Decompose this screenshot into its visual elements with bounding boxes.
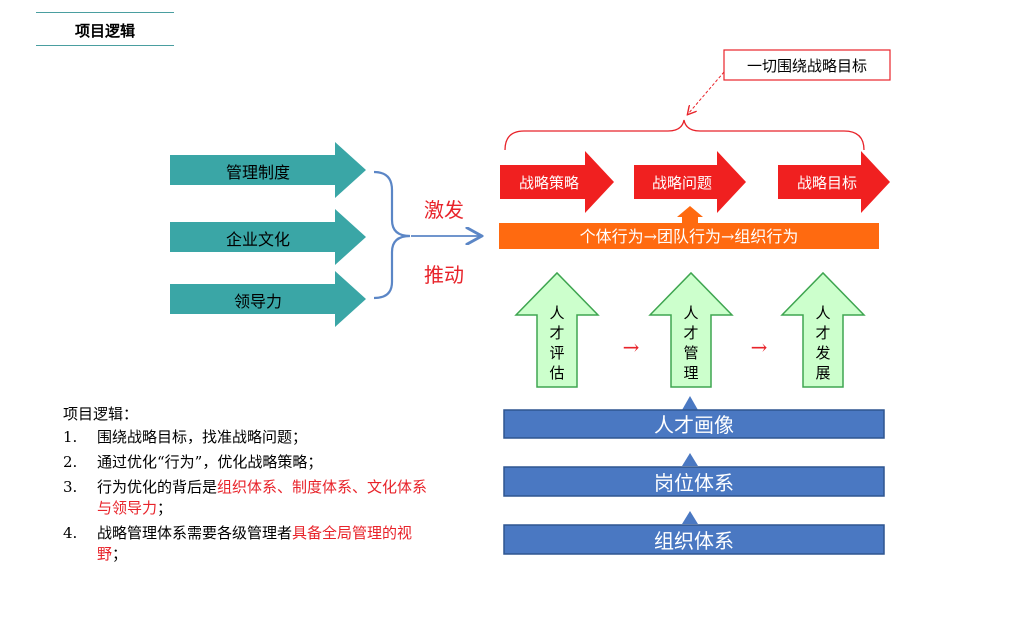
title-top-rule (36, 12, 174, 13)
title-block: 项目逻辑 (36, 12, 174, 46)
strategy-label: 战略问题 (652, 174, 712, 192)
notes-item-number: 2. (63, 453, 78, 471)
talent-label-char: 人 (549, 304, 564, 322)
foundation-bar-label: 岗位体系 (654, 471, 734, 495)
notes-item-text: 行为优化的背后是 (97, 478, 218, 496)
talent-label-char: 管 (683, 344, 698, 362)
talent-label-char: 理 (683, 364, 698, 382)
talent-label-char: 人 (683, 304, 698, 322)
notes-block: 项目逻辑： 1. 围绕战略目标，找准战略问题； 2. 通过优化“行为”，优化战略… (63, 404, 463, 569)
talent-label-char: 评 (549, 344, 564, 362)
driver-label: 领导力 (234, 292, 282, 311)
notes-item-text: 战略管理体系需要各级管理者 (97, 524, 293, 542)
notes-item-text: 围绕战略目标，找准战略问题； (97, 428, 308, 446)
word-inspire: 激发 (424, 198, 464, 222)
notes-item: 2. 通过优化“行为”，优化战略策略； (63, 452, 463, 473)
driver-label: 企业文化 (226, 230, 290, 249)
talent-label-char: 展 (815, 364, 830, 382)
foundation-up-arrow (682, 453, 698, 466)
notes-item-number: 4. (63, 524, 78, 542)
talent-connector: → (623, 335, 640, 359)
foundation-up-arrow (682, 396, 698, 410)
behavior-bar-label: 个体行为→团队行为→组织行为 (580, 227, 799, 246)
talent-label-char: 发 (815, 344, 830, 362)
driver-label: 管理制度 (226, 163, 290, 182)
strategy-arrow-issues: 战略问题 (634, 151, 746, 213)
notes-item: 3. 行为优化的背后是组织体系、制度体系、文化体系与领导力； (63, 477, 437, 519)
talent-label-char: 人 (815, 304, 830, 322)
behavior-up-arrow (677, 206, 703, 224)
word-drive: 推动 (424, 263, 464, 287)
notes-item: 1. 围绕战略目标，找准战略问题； (63, 427, 463, 448)
page-title: 项目逻辑 (74, 22, 135, 40)
strategy-arrow-tactics: 战略策略 (500, 151, 614, 213)
notes-item: 4. 战略管理体系需要各级管理者具备全局管理的视野； (63, 523, 437, 565)
driver-arrow-culture: 企业文化 (170, 209, 366, 265)
foundation-bar-label: 组织体系 (654, 529, 734, 553)
foundation-bar-org-system: 组织体系 (503, 524, 885, 555)
foundation-bar-label: 人才画像 (654, 413, 734, 437)
talent-arrow-assessment: 人 才 评 估 (514, 271, 600, 388)
talent-label-char: 才 (815, 324, 830, 342)
talent-arrow-management: 人 才 管 理 (648, 271, 734, 388)
talent-label-char: 才 (549, 324, 564, 342)
talent-label-char: 才 (683, 324, 698, 342)
strategy-label: 战略目标 (797, 174, 857, 192)
talent-connector: → (751, 335, 768, 359)
notes-item-tail: ； (112, 545, 128, 563)
driver-brace (373, 170, 411, 300)
notes-item-tail: ； (157, 499, 173, 517)
callout-pointer (688, 71, 725, 114)
driver-arrow-management: 管理制度 (170, 142, 366, 198)
notes-item-text: 通过优化“行为”，优化战略策略； (97, 453, 323, 471)
strategy-brace (504, 119, 865, 151)
callout-text: 一切围绕战略目标 (747, 57, 867, 75)
behavior-bar (499, 223, 879, 249)
title-bottom-rule (36, 45, 174, 46)
foundation-bar-position-system: 岗位体系 (503, 466, 885, 497)
notes-item-highlight: 具备全局管理的视野 (97, 524, 413, 563)
driver-arrow-leadership: 领导力 (170, 271, 366, 327)
foundation-up-arrow (682, 511, 698, 524)
talent-label-char: 估 (549, 364, 564, 382)
strategy-label: 战略策略 (519, 174, 579, 192)
strategy-arrow-goals: 战略目标 (778, 151, 890, 213)
foundation-bar-talent-profile: 人才画像 (503, 409, 885, 439)
talent-arrow-development: 人 才 发 展 (780, 271, 866, 388)
notes-heading: 项目逻辑： (63, 405, 139, 423)
notes-item-number: 3. (63, 478, 78, 496)
notes-item-number: 1. (63, 428, 78, 446)
callout-box (723, 49, 891, 81)
notes-item-highlight: 组织体系、制度体系、文化体系与领导力 (97, 478, 428, 517)
